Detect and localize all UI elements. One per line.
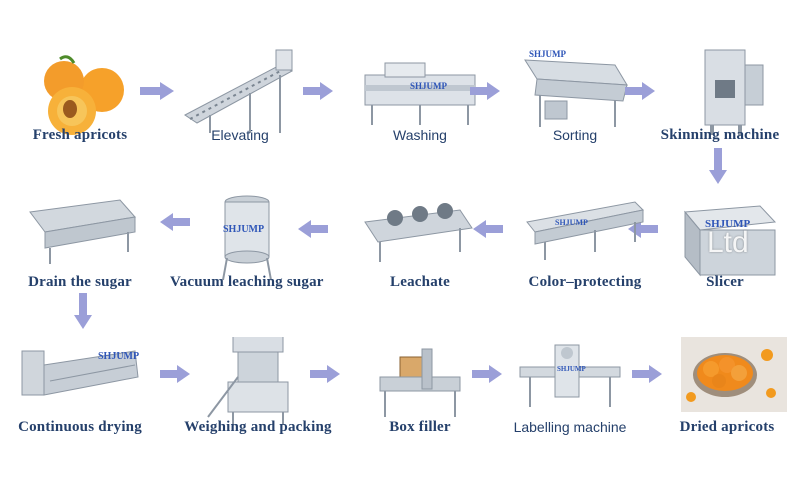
arrow-left-icon	[298, 220, 328, 238]
svg-text:SHJUMP: SHJUMP	[705, 218, 751, 230]
step-label: Leachate	[390, 274, 450, 290]
arrow-right-icon	[470, 82, 500, 100]
arrow-down-icon	[74, 293, 92, 329]
step-label: Skinning machine	[660, 127, 780, 143]
labelling-machine-image: SHJUMP	[510, 337, 630, 432]
svg-text:SHJUMP: SHJUMP	[410, 81, 448, 91]
step-label: Drain the sugar	[28, 274, 132, 290]
vacuum-tank-image: SHJUMP	[185, 192, 305, 287]
step-label: Vacuum leaching sugar	[170, 274, 324, 290]
step-label: Sorting	[552, 127, 598, 143]
svg-text:SHJUMP: SHJUMP	[529, 49, 567, 59]
step-label: Fresh apricots	[32, 127, 128, 143]
step-label: Washing	[393, 127, 447, 143]
box-filler-image	[360, 337, 480, 432]
arrow-left-icon	[160, 213, 190, 231]
slicer-machine-image: SHJUMP	[665, 192, 785, 287]
arrow-right-icon	[625, 82, 655, 100]
arrow-right-icon	[303, 82, 333, 100]
step-label: Elevating	[211, 127, 269, 143]
drying-machine-image: SHJUMP	[20, 337, 140, 432]
step-label: Continuous drying	[18, 419, 142, 435]
skinning-machine-image	[660, 45, 780, 140]
step-label: Slicer	[706, 274, 744, 290]
apricots-image	[20, 45, 140, 140]
arrow-right-icon	[632, 365, 662, 383]
svg-text:SHJUMP: SHJUMP	[555, 218, 588, 227]
svg-text:SHJUMP: SHJUMP	[98, 351, 139, 362]
arrow-down-icon	[709, 148, 727, 184]
arrow-right-icon	[160, 365, 190, 383]
sorting-machine-image: SHJUMP	[515, 45, 635, 140]
watermark-text: Ltd	[707, 226, 749, 259]
step-label: Labelling machine	[513, 419, 627, 435]
step-label: Color–protecting	[528, 274, 642, 290]
step-label: Dried apricots	[679, 419, 775, 435]
arrow-right-icon	[472, 365, 502, 383]
step-label: Weighing and packing	[184, 419, 332, 435]
leachate-machine-image	[360, 192, 480, 287]
arrow-right-icon	[310, 365, 340, 383]
packing-machine-image	[198, 337, 318, 432]
washing-machine-image: SHJUMP	[360, 45, 480, 140]
color-protecting-line-image: SHJUMP	[525, 192, 645, 287]
elevator-conveyor-image	[180, 45, 300, 140]
arrow-right-icon	[140, 82, 174, 100]
svg-text:SHJUMP: SHJUMP	[223, 224, 264, 235]
step-label: Box filler	[389, 419, 451, 435]
dried-apricots-image	[667, 337, 787, 432]
svg-text:SHJUMP: SHJUMP	[557, 365, 587, 373]
arrow-left-icon	[473, 220, 503, 238]
drain-machine-image	[20, 192, 140, 287]
